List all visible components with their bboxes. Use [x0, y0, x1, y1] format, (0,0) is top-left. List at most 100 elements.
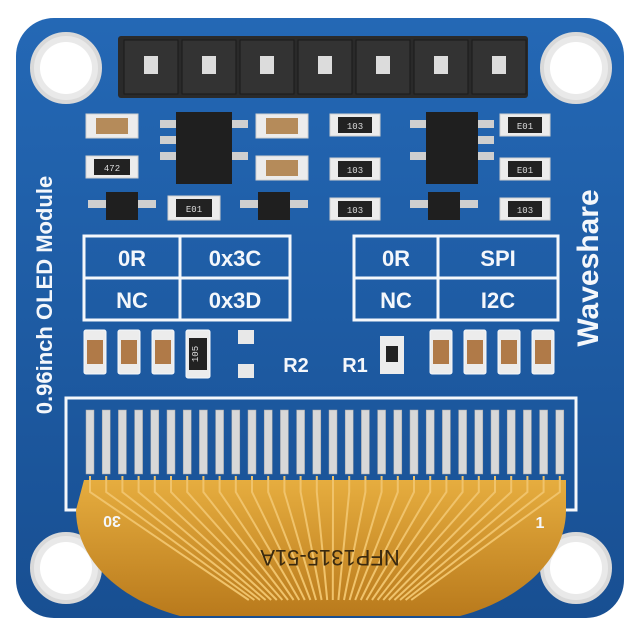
header-pin-cell [181, 39, 237, 95]
header-pin [318, 56, 332, 74]
fpc-pins [85, 409, 565, 475]
flex-label: NFP1315-51A [260, 545, 400, 570]
code-e01: E01 [517, 166, 533, 176]
interface-cell-r1c1: 0R [382, 246, 410, 271]
fpc-pin [490, 409, 500, 475]
flex-traces [89, 476, 561, 601]
fpc-pin [442, 409, 451, 475]
address-cell-r2c1: NC [116, 288, 148, 313]
flex-trace [234, 476, 301, 601]
flex-trace [359, 476, 415, 601]
fpc-pin [101, 409, 111, 475]
fpc-pin [231, 409, 241, 475]
fpc-pin [199, 409, 208, 475]
fpc-pin [296, 409, 305, 475]
fpc-pin [263, 409, 273, 475]
code-472: 472 [104, 164, 120, 174]
flex-trace [404, 476, 545, 601]
flex-trace [202, 476, 289, 601]
flex-trace [89, 476, 250, 601]
fpc-pin [539, 409, 548, 475]
flex-trace [388, 476, 496, 601]
flex-trace [365, 476, 432, 601]
header-pin [492, 56, 506, 74]
code-e01: E01 [186, 205, 202, 215]
r2-label: R2 [283, 355, 309, 377]
address-cell-r1c2: 0x3C [209, 246, 262, 271]
flex-trace [137, 476, 267, 601]
flex-cable [76, 480, 566, 616]
header-pin [260, 56, 274, 74]
flex-trace [354, 476, 399, 601]
interface-cell-r2c2: I2C [481, 288, 515, 313]
flex-trace [371, 476, 448, 601]
fpc-pin [506, 409, 516, 475]
code-103: 103 [347, 166, 363, 176]
fpc-pin [118, 409, 127, 475]
brand-label: Waveshare [572, 189, 605, 346]
interface-table [352, 234, 560, 322]
pin-header [118, 36, 528, 98]
header-pin [376, 56, 390, 74]
flex-trace [382, 476, 480, 601]
header-pin [434, 56, 448, 74]
flex-trace [399, 476, 529, 601]
flex-trace [343, 476, 367, 601]
fpc-pin [361, 409, 370, 475]
flex-trace [337, 476, 351, 601]
pin-1-label: 1 [536, 515, 545, 532]
fpc-pin [134, 409, 143, 475]
fpc-pin [474, 409, 484, 475]
header-pin [202, 56, 216, 74]
flex-trace [348, 476, 383, 601]
flex-trace [170, 476, 278, 601]
fpc-pin [215, 409, 224, 475]
address-cell-r1c1: 0R [118, 246, 146, 271]
flex-trace [121, 476, 261, 601]
fpc-pin [344, 409, 354, 475]
side-label: 0.96inch OLED Module [32, 176, 57, 414]
capacitor-row [83, 329, 555, 379]
fpc-pin [166, 409, 176, 475]
fpc-pin [425, 409, 435, 475]
fpc-pin [377, 409, 386, 475]
flex-trace [315, 476, 329, 601]
fpc-pin [328, 409, 338, 475]
fpc-pin [85, 409, 95, 475]
code-103: 103 [347, 122, 363, 132]
flex-trace [410, 476, 561, 601]
flex-trace [251, 476, 306, 601]
fpc-pin [312, 409, 322, 475]
flex-trace [267, 476, 312, 601]
component-codes: 472 103 103 103 103 E01 E01 E01 [104, 122, 533, 216]
flex-trace [376, 476, 464, 601]
fpc-pin [409, 409, 419, 475]
interface-cell-r1c2: SPI [480, 246, 515, 271]
address-cell-r2c2: 0x3D [209, 288, 262, 313]
fpc-pin [523, 409, 532, 475]
flex-trace [153, 476, 272, 601]
fpc-pin [280, 409, 289, 475]
fpc-pin [247, 409, 257, 475]
fpc-pin [393, 409, 403, 475]
smd-components [85, 112, 551, 221]
flex-trace [299, 476, 323, 601]
flex-trace [218, 476, 295, 601]
mounting-holes [30, 32, 612, 604]
code-105: 105 [191, 346, 201, 362]
pin-30-label: 30 [103, 512, 121, 529]
code-103: 103 [347, 206, 363, 216]
header-pin [144, 56, 158, 74]
fpc-pin [150, 409, 160, 475]
address-table [82, 234, 292, 322]
code-103: 103 [517, 206, 533, 216]
fpc-pin [182, 409, 192, 475]
flex-trace [105, 476, 255, 601]
fpc-pin [555, 409, 565, 475]
code-e01: E01 [517, 122, 533, 132]
flex-trace [283, 476, 317, 601]
flex-trace [186, 476, 284, 601]
flex-trace [393, 476, 513, 601]
fpc-pin [458, 409, 467, 475]
interface-cell-r2c1: NC [380, 288, 412, 313]
